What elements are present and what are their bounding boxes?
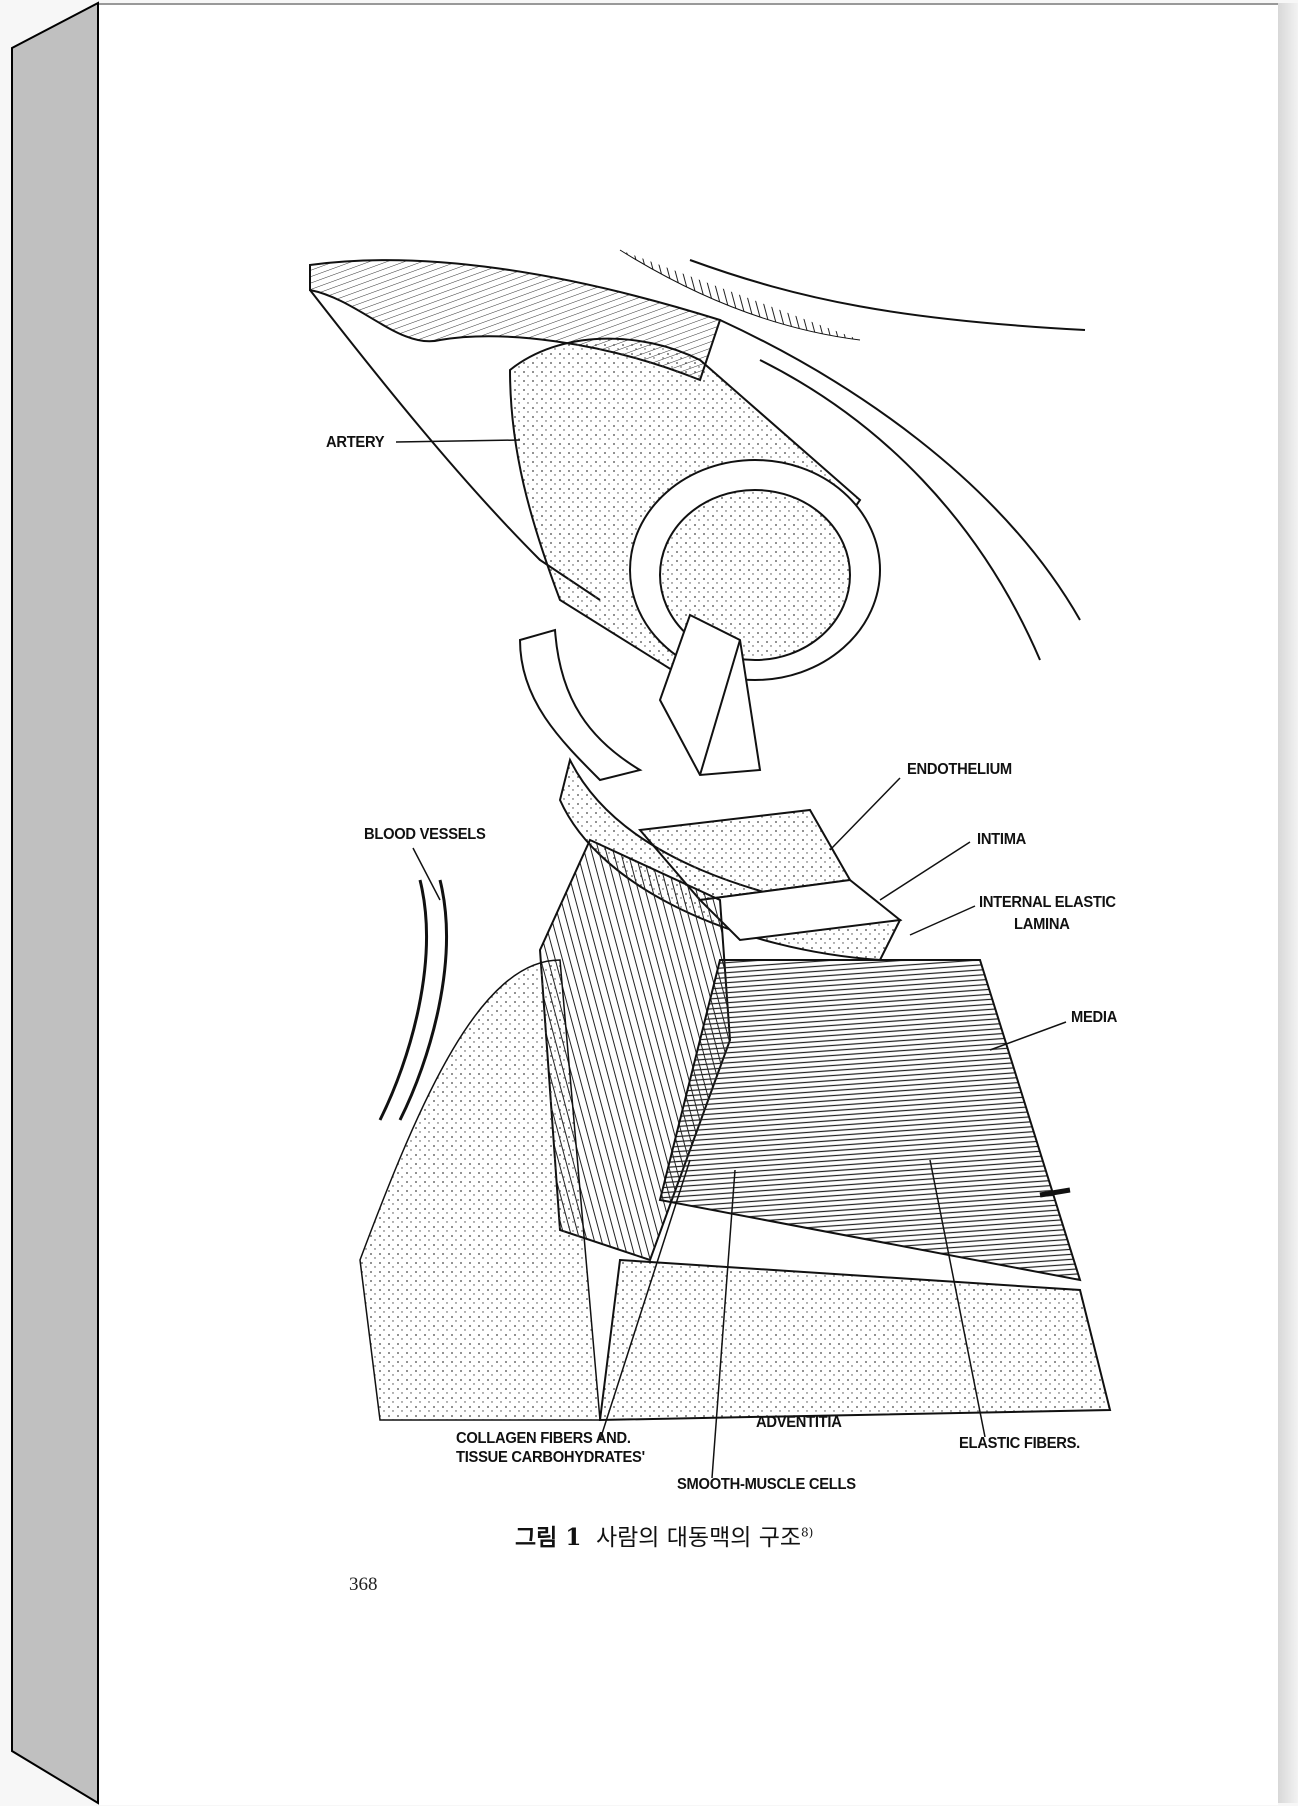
- caption-text: 사람의 대동맥의 구조: [595, 1525, 802, 1551]
- label-tissue-carbohydrates: TISSUE CARBOHYDRATES': [456, 1449, 645, 1466]
- book-spine: [11, 1, 99, 1805]
- label-lamina: LAMINA: [1014, 916, 1070, 933]
- label-elastic-fibers: ELASTIC FIBERS.: [959, 1435, 1080, 1452]
- label-smooth-muscle-cells: SMOOTH-MUSCLE CELLS: [677, 1476, 856, 1493]
- caption-number: 그림 1: [515, 1524, 582, 1551]
- adventitia-layer: [598, 1258, 1112, 1422]
- label-media: MEDIA: [1071, 1009, 1118, 1026]
- blood-vessel: [378, 879, 448, 1121]
- page-number: 368: [349, 1574, 378, 1595]
- label-endothelium: ENDOTHELIUM: [907, 761, 1012, 778]
- label-collagen-fibers: COLLAGEN FIBERS AND.: [456, 1430, 631, 1447]
- label-artery: ARTERY: [326, 434, 385, 451]
- media-layer: [658, 959, 1082, 1282]
- connective-tissue: [359, 959, 601, 1421]
- label-blood-vessels: BLOOD VESSELS: [364, 826, 486, 843]
- caption-reference: 8): [801, 1525, 814, 1540]
- figure-caption: 그림 1 사람의 대동맥의 구조8): [515, 1518, 813, 1552]
- label-internal-elastic: INTERNAL ELASTIC: [979, 894, 1116, 911]
- label-adventitia: ADVENTITIA: [756, 1414, 842, 1431]
- page-edge-shadow: [1278, 3, 1298, 1803]
- label-intima: INTIMA: [977, 831, 1027, 848]
